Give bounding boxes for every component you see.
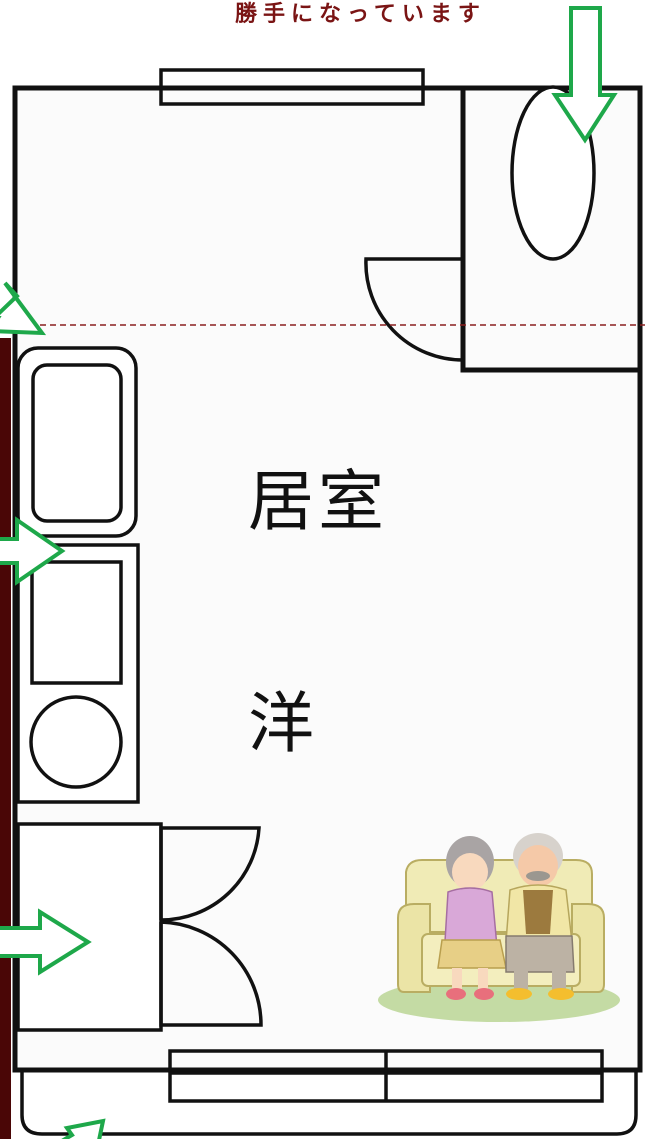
arrow-down-icon — [551, 6, 618, 144]
arrow-up-icon — [61, 1118, 106, 1139]
toilet-room-wall — [460, 88, 640, 373]
arrow-right-icon — [0, 908, 92, 976]
arrow-right-icon — [0, 516, 66, 586]
room-label-style: 洋 — [248, 685, 314, 762]
sink-basin — [31, 363, 123, 523]
balcony — [20, 1072, 638, 1136]
elderly-couple-illustration — [378, 833, 620, 1022]
arrow-diagonal-icon — [0, 281, 47, 336]
cooktop-burner — [29, 695, 123, 789]
left-wall-band — [0, 338, 11, 1139]
caption-text: 勝手になっています — [235, 2, 486, 27]
toilet-door — [364, 257, 464, 362]
closet-door-lower — [159, 920, 263, 1027]
toilet-bowl — [510, 85, 596, 261]
kitchen-sink — [30, 560, 123, 685]
closet-door-upper — [159, 826, 261, 922]
room-label-main: 居室 — [248, 463, 388, 540]
